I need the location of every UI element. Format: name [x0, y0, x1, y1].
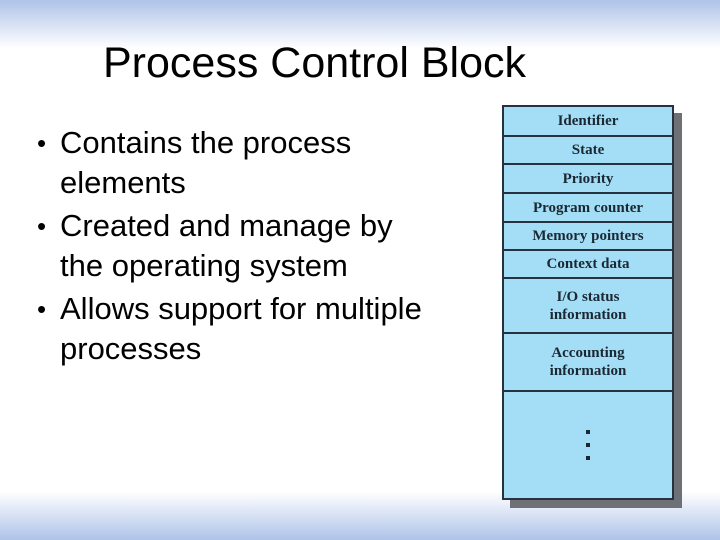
pcb-row-io-status: I/O status information: [504, 277, 672, 332]
pcb-diagram: Identifier State Priority Program counte…: [502, 105, 674, 500]
pcb-row-label: Priority: [562, 170, 614, 187]
pcb-row-label: Memory pointers: [532, 228, 644, 244]
pcb-row-label: I/O status information: [549, 288, 627, 323]
bullet-item: • Created and manage by the operating sy…: [32, 206, 472, 286]
bullet-item: • Contains the process elements: [32, 123, 472, 203]
pcb-row-state: State: [504, 135, 672, 163]
bullet-list: • Contains the process elements • Create…: [32, 123, 472, 372]
bullet-icon: •: [37, 211, 47, 241]
bullet-text: Allows support for multiple processes: [60, 291, 422, 366]
pcb-row-label: Context data: [546, 256, 630, 272]
ellipsis-dot: [586, 443, 590, 447]
pcb-row-identifier: Identifier: [504, 107, 672, 135]
pcb-row-more-fields: [504, 390, 672, 498]
slide-title: Process Control Block: [103, 39, 526, 87]
pcb-row-label: Accounting information: [549, 345, 627, 379]
ellipsis-dot: [586, 456, 590, 460]
bullet-icon: •: [37, 294, 47, 324]
pcb-row-program-counter: Program counter: [504, 192, 672, 221]
pcb-row-label: Identifier: [557, 113, 619, 129]
pcb-row-label: State: [571, 142, 605, 158]
pcb-row-priority: Priority: [504, 163, 672, 192]
vertical-ellipsis-icon: [586, 430, 590, 460]
ellipsis-dot: [586, 430, 590, 434]
bullet-text: Created and manage by the operating syst…: [60, 208, 393, 283]
bullet-icon: •: [37, 128, 47, 158]
bullet-item: • Allows support for multiple processes: [32, 289, 472, 369]
pcb-row-context-data: Context data: [504, 249, 672, 277]
pcb-row-accounting: Accounting information: [504, 332, 672, 390]
pcb-row-memory-pointers: Memory pointers: [504, 221, 672, 249]
pcb-row-label: Program counter: [532, 199, 644, 216]
bullet-text: Contains the process elements: [60, 125, 352, 200]
